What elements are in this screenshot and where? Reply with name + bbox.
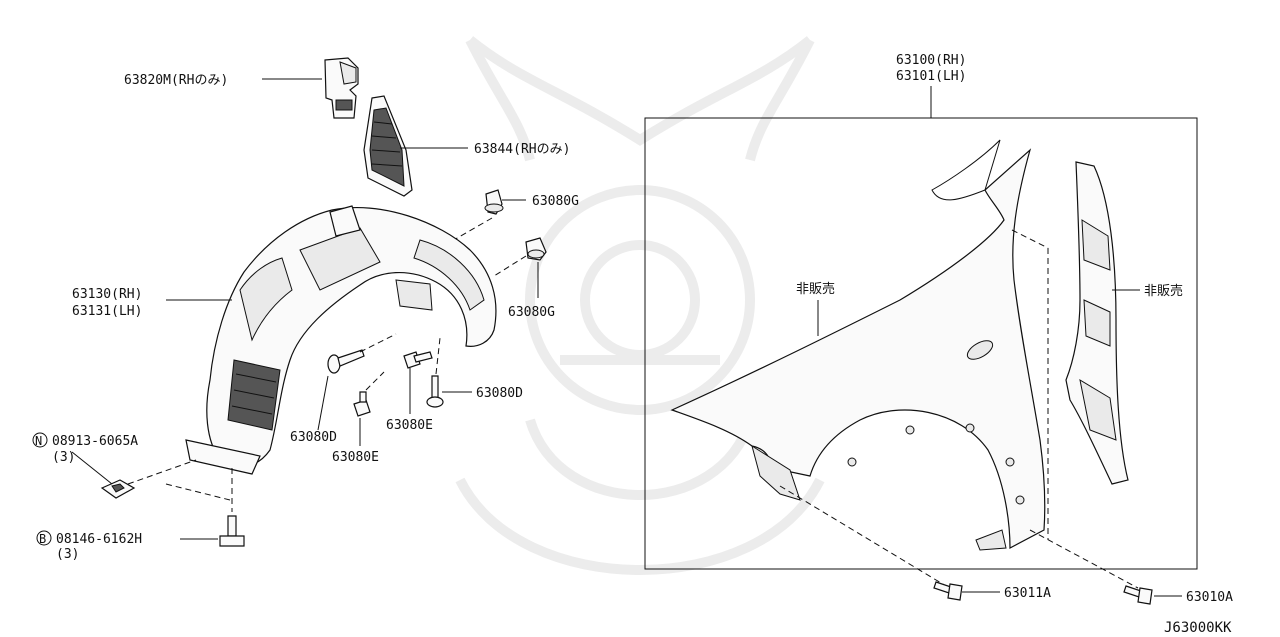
label-63131[interactable]: 63131(LH) — [72, 304, 142, 319]
part-63844-grille[interactable] — [363, 95, 413, 197]
prefix-b: B — [39, 532, 46, 546]
label-63080g-mid[interactable]: 63080G — [508, 305, 555, 320]
label-not-sold-left[interactable]: 非販売 — [796, 281, 835, 297]
dashed-63080e-left — [365, 371, 385, 391]
label-08146[interactable]: 08146-6162H — [56, 532, 142, 547]
dashed-63010a — [1029, 529, 1139, 589]
part-63100-front-fender[interactable] — [670, 139, 1046, 551]
bolt-63010a[interactable] — [1123, 585, 1153, 605]
clip-63080g-mid[interactable] — [525, 237, 547, 261]
part-63130-wheel-liner[interactable] — [185, 205, 497, 475]
bolt-63080e-center[interactable] — [403, 351, 433, 369]
label-63130[interactable]: 63130(RH) — [72, 287, 142, 302]
diagram-code: J63000KK — [1164, 620, 1232, 636]
leader-08913 — [71, 451, 113, 485]
label-63080e-left[interactable]: 63080E — [332, 450, 379, 465]
label-63820m[interactable]: 63820M(RHのみ) — [124, 73, 228, 88]
part-63820m-clip[interactable] — [324, 57, 359, 119]
part-fender-bracket[interactable] — [1065, 161, 1129, 485]
label-08913[interactable]: 08913-6065A — [52, 434, 138, 449]
dashed-63080d-left — [359, 333, 397, 353]
dashed-63011a — [779, 485, 947, 587]
circle-b-icon — [36, 530, 52, 546]
dashed-63080d-right — [435, 337, 441, 375]
label-08146-qty: (3) — [56, 547, 79, 562]
dashed-63080g-mid — [493, 255, 527, 277]
screw-63080d-right[interactable] — [426, 375, 444, 408]
prefix-n: N — [35, 434, 42, 448]
label-63080g-top[interactable]: 63080G — [532, 194, 579, 209]
label-63080e-center[interactable]: 63080E — [386, 418, 433, 433]
nut-08913[interactable] — [100, 479, 136, 499]
watermark-emblem — [455, 36, 825, 575]
label-63010a[interactable]: 63010A — [1186, 590, 1233, 605]
label-63100[interactable]: 63100(RH) — [896, 53, 966, 68]
label-63080d-left[interactable]: 63080D — [290, 430, 337, 445]
label-63844[interactable]: 63844(RHのみ) — [474, 142, 570, 157]
dashed-08913 — [127, 459, 197, 485]
fender-frame — [644, 117, 1198, 570]
screw-63080d-left[interactable] — [327, 349, 365, 374]
bolt-08146[interactable] — [219, 515, 245, 547]
label-not-sold-right[interactable]: 非販売 — [1144, 283, 1183, 299]
clip-63080g-top[interactable] — [484, 189, 504, 215]
leader-63080d-left — [317, 375, 329, 431]
bolt-63080e-left[interactable] — [353, 391, 371, 417]
label-63011a[interactable]: 63011A — [1004, 586, 1051, 601]
label-08913-qty: (3) — [52, 450, 75, 465]
dashed-08913-b — [165, 483, 231, 501]
bolt-63011a[interactable] — [933, 581, 963, 601]
label-63080d-right[interactable]: 63080D — [476, 386, 523, 401]
dashed-fender-top — [1011, 229, 1049, 249]
label-63101[interactable]: 63101(LH) — [896, 69, 966, 84]
circle-n-icon — [32, 432, 48, 448]
